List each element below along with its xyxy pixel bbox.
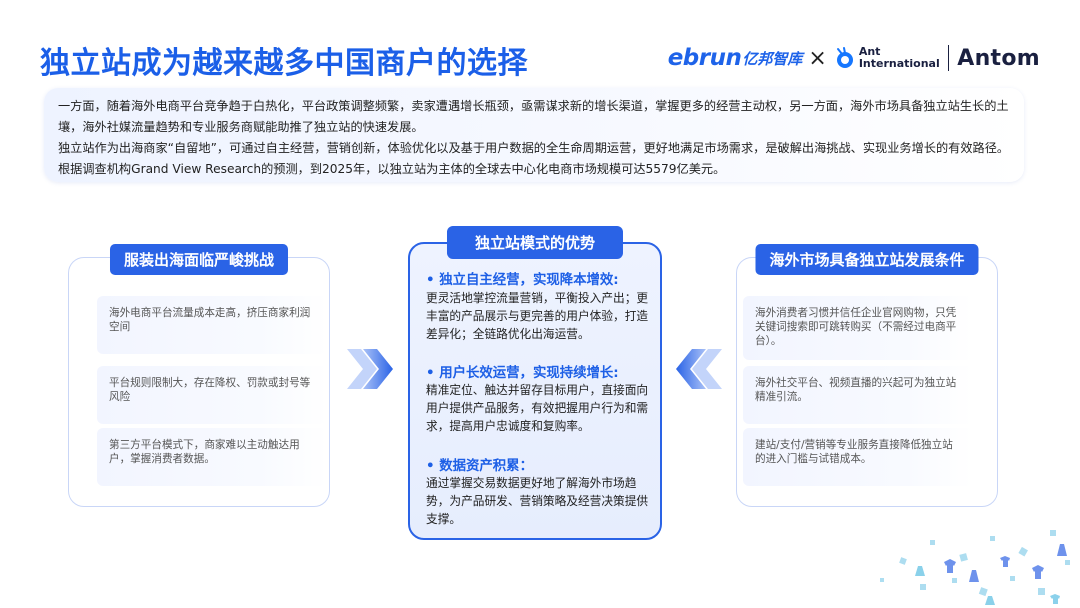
- ant-international-icon: [836, 47, 853, 68]
- challenges-panel: 服装出海面临严峻挑战 海外电商平台流量成本走高，挤压商家利润空间 平台规则限制大…: [68, 244, 330, 507]
- page-title: 独立站成为越来越多中国商户的选择: [40, 46, 528, 81]
- intro-paragraph-1: 一方面，随着海外电商平台竞争趋于白热化，平台政策调整频繁，卖家遭遇增长瓶颈，亟需…: [58, 99, 1009, 134]
- advantages-panel: 独立站模式的优势 • 独立自主经营，实现降本增效: 更灵活地掌控流量营销，平衡投…: [408, 226, 662, 540]
- clothing-pattern-decoration: [880, 530, 1070, 605]
- antom-logo: Antom: [957, 45, 1040, 71]
- advantage-body-2: 精准定位、触达并留存目标用户，直接面向用户提供产品服务，有效把握用户行为和需求，…: [426, 383, 649, 433]
- challenge-item-3: 第三方平台模式下，商家难以主动触达用户，掌握消费者数据。: [97, 428, 327, 486]
- advantage-body-3: 通过掌握交易数据更好地了解海外市场趋势，为产品研发、营销策略及经营决策提供支撑。: [426, 476, 649, 526]
- condition-item-3: 建站/支付/营销等专业服务直接降低独立站的进入门槛与试错成本。: [743, 428, 973, 486]
- times-symbol: ×: [808, 45, 827, 71]
- condition-item-1: 海外消费者习惯并信任企业官网购物，只凭关键词搜索即可跳转购买（不需经过电商平台）…: [743, 296, 973, 360]
- ant-line-2: International: [858, 57, 940, 70]
- logo-divider: [947, 45, 950, 71]
- intro-panel: 一方面，随着海外电商平台竞争趋于白热化，平台政策调整频繁，卖家遭遇增长瓶颈，亟需…: [44, 88, 1024, 182]
- challenge-item-2: 平台规则限制大，存在降权、罚款或封号等风险: [97, 366, 327, 424]
- chevron-right-icon: [347, 349, 393, 389]
- challenge-item-1: 海外电商平台流量成本走高，挤压商家利润空间: [97, 296, 327, 354]
- advantage-heading-1: • 独立自主经营，实现降本增效:: [426, 273, 619, 288]
- conditions-panel: 海外市场具备独立站发展条件 海外消费者习惯并信任企业官网购物，只凭关键词搜索即可…: [736, 244, 998, 507]
- ant-international-wordmark: Ant International: [859, 46, 940, 70]
- condition-item-2: 海外社交平台、视频直播的兴起可为独立站精准引流。: [743, 366, 973, 424]
- conditions-panel-title: 海外市场具备独立站发展条件: [755, 244, 979, 275]
- advantage-heading-3: • 数据资产积累：: [426, 459, 533, 474]
- partner-logos: ebrun 亿邦智库 × Ant International Antom: [668, 40, 1040, 76]
- advantages-panel-title: 独立站模式的优势: [446, 226, 624, 259]
- challenges-panel-title: 服装出海面临严峻挑战: [109, 244, 289, 275]
- advantage-heading-2: • 用户长效运营，实现持续增长:: [426, 366, 619, 381]
- ebrun-think-tank-logo: 亿邦智库: [742, 49, 803, 68]
- intro-paragraph-2: 独立站作为出海商家“自留地”，可通过自主经营，营销创新，体验优化以及基于用户数据…: [58, 141, 1010, 176]
- chevron-left-icon: [676, 349, 722, 389]
- ebrun-logo: ebrun: [667, 45, 742, 71]
- advantage-body-1: 更灵活地掌控流量营销，平衡投入产出；更丰富的产品展示与更完善的用户体验，打造差异…: [426, 291, 649, 341]
- ant-line-1: Ant: [858, 45, 881, 58]
